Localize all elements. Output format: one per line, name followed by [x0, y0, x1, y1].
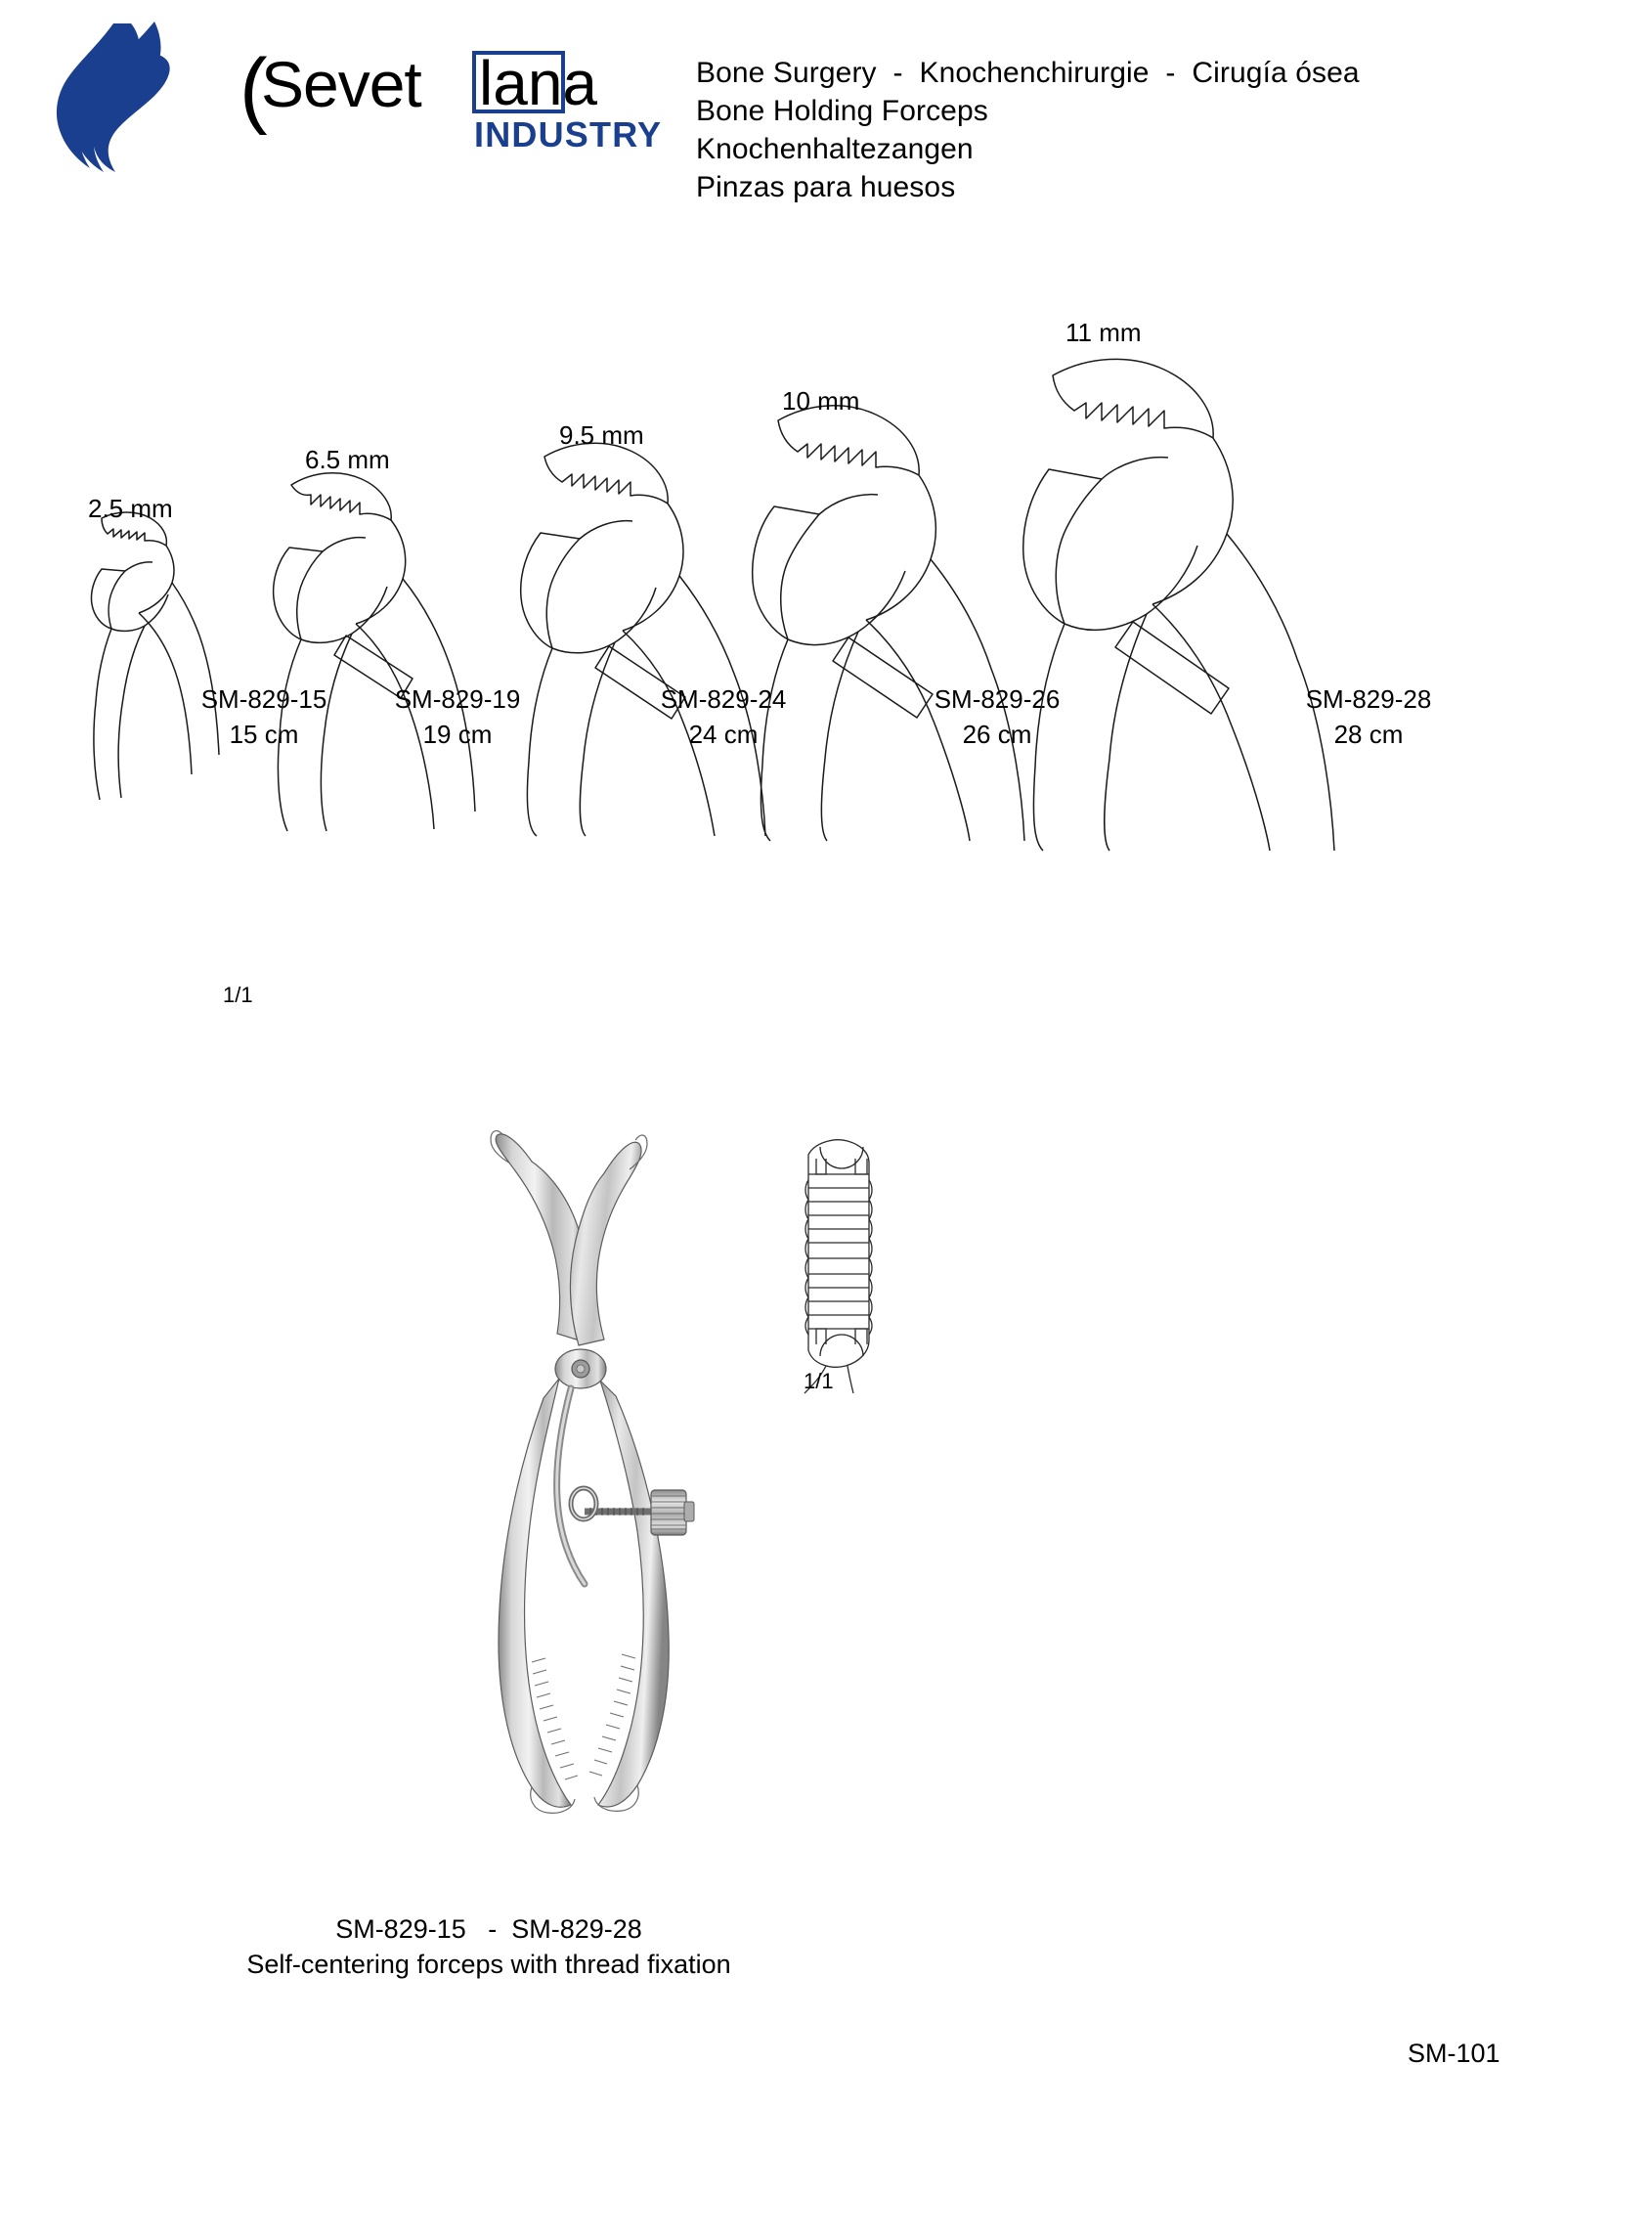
jaw-code-4: SM-829-26 [934, 684, 1061, 714]
bone-holding-forceps-photo [489, 1115, 860, 1858]
figure-caption: SM-829-15 - SM-829-28 Self-centering for… [0, 1911, 978, 1982]
jaw-length-3: 24 cm [688, 720, 759, 749]
knurled-thumb-screw-detail [787, 1129, 894, 1394]
jaw-code-2: SM-829-19 [394, 684, 521, 714]
jaw-length-4: 26 cm [962, 720, 1032, 749]
jaw-size-label-2: 6.5 mm [305, 445, 390, 474]
header-line-2: Bone Holding Forceps [696, 95, 988, 127]
scale-ratio-chart: 1/1 [223, 983, 253, 1007]
jaw-size-label-4: 10 mm [782, 386, 860, 416]
wordmark-sevet: Sevet [261, 48, 422, 120]
jaw-size-comparison-chart: 2.5 mm SM-829-15 15 cm 6.5 mm SM-829-19 … [0, 318, 1652, 1056]
caption-product-codes: SM-829-15 - SM-829-28 [335, 1914, 642, 1944]
forceps-outline-3 [494, 416, 806, 837]
header-line-1: Bone Surgery - Knochenchirurgie - Cirugí… [696, 57, 1360, 89]
jaw-size-label-3: 9.5 mm [559, 420, 644, 450]
jaw-length-2: 19 cm [422, 720, 493, 749]
jaw-size-label-1: 2.5 mm [88, 494, 173, 523]
wordmark-lana-box [472, 51, 565, 113]
caption-description: Self-centering forceps with thread fixat… [246, 1950, 731, 1979]
forceps-outline-1 [59, 489, 274, 821]
jaw-length-1: 15 cm [229, 720, 299, 749]
scale-ratio-detail: 1/1 [804, 1369, 834, 1393]
jaw-length-5: 28 cm [1333, 720, 1404, 749]
wordmark-lana: lana [479, 48, 597, 118]
forceps-outline-5 [992, 332, 1383, 852]
page-number: SM-101 [1408, 2039, 1500, 2068]
header-title-block: Bone Surgery - Knochenchirurgie - Cirugí… [696, 54, 1360, 206]
jaw-code-3: SM-829-24 [660, 684, 787, 714]
wordmark-paren: ( [239, 42, 268, 136]
jaw-code-5: SM-829-28 [1305, 684, 1432, 714]
page-header: ( Sevet lana INDUSTRY Bone Surgery - Kno… [0, 0, 1652, 235]
jaw-size-label-5: 11 mm [1065, 318, 1142, 347]
brand-wordmark: ( Sevet lana INDUSTRY [239, 42, 679, 156]
swirl-flame-logo-icon [56, 18, 202, 174]
forceps-outline-4 [723, 381, 1065, 842]
jaw-code-1: SM-829-15 [200, 684, 327, 714]
wordmark-industry: INDUSTRY [474, 114, 663, 154]
forceps-outline-2 [244, 440, 518, 832]
header-line-4: Pinzas para huesos [696, 171, 956, 203]
header-line-3: Knochenhaltezangen [696, 133, 974, 165]
